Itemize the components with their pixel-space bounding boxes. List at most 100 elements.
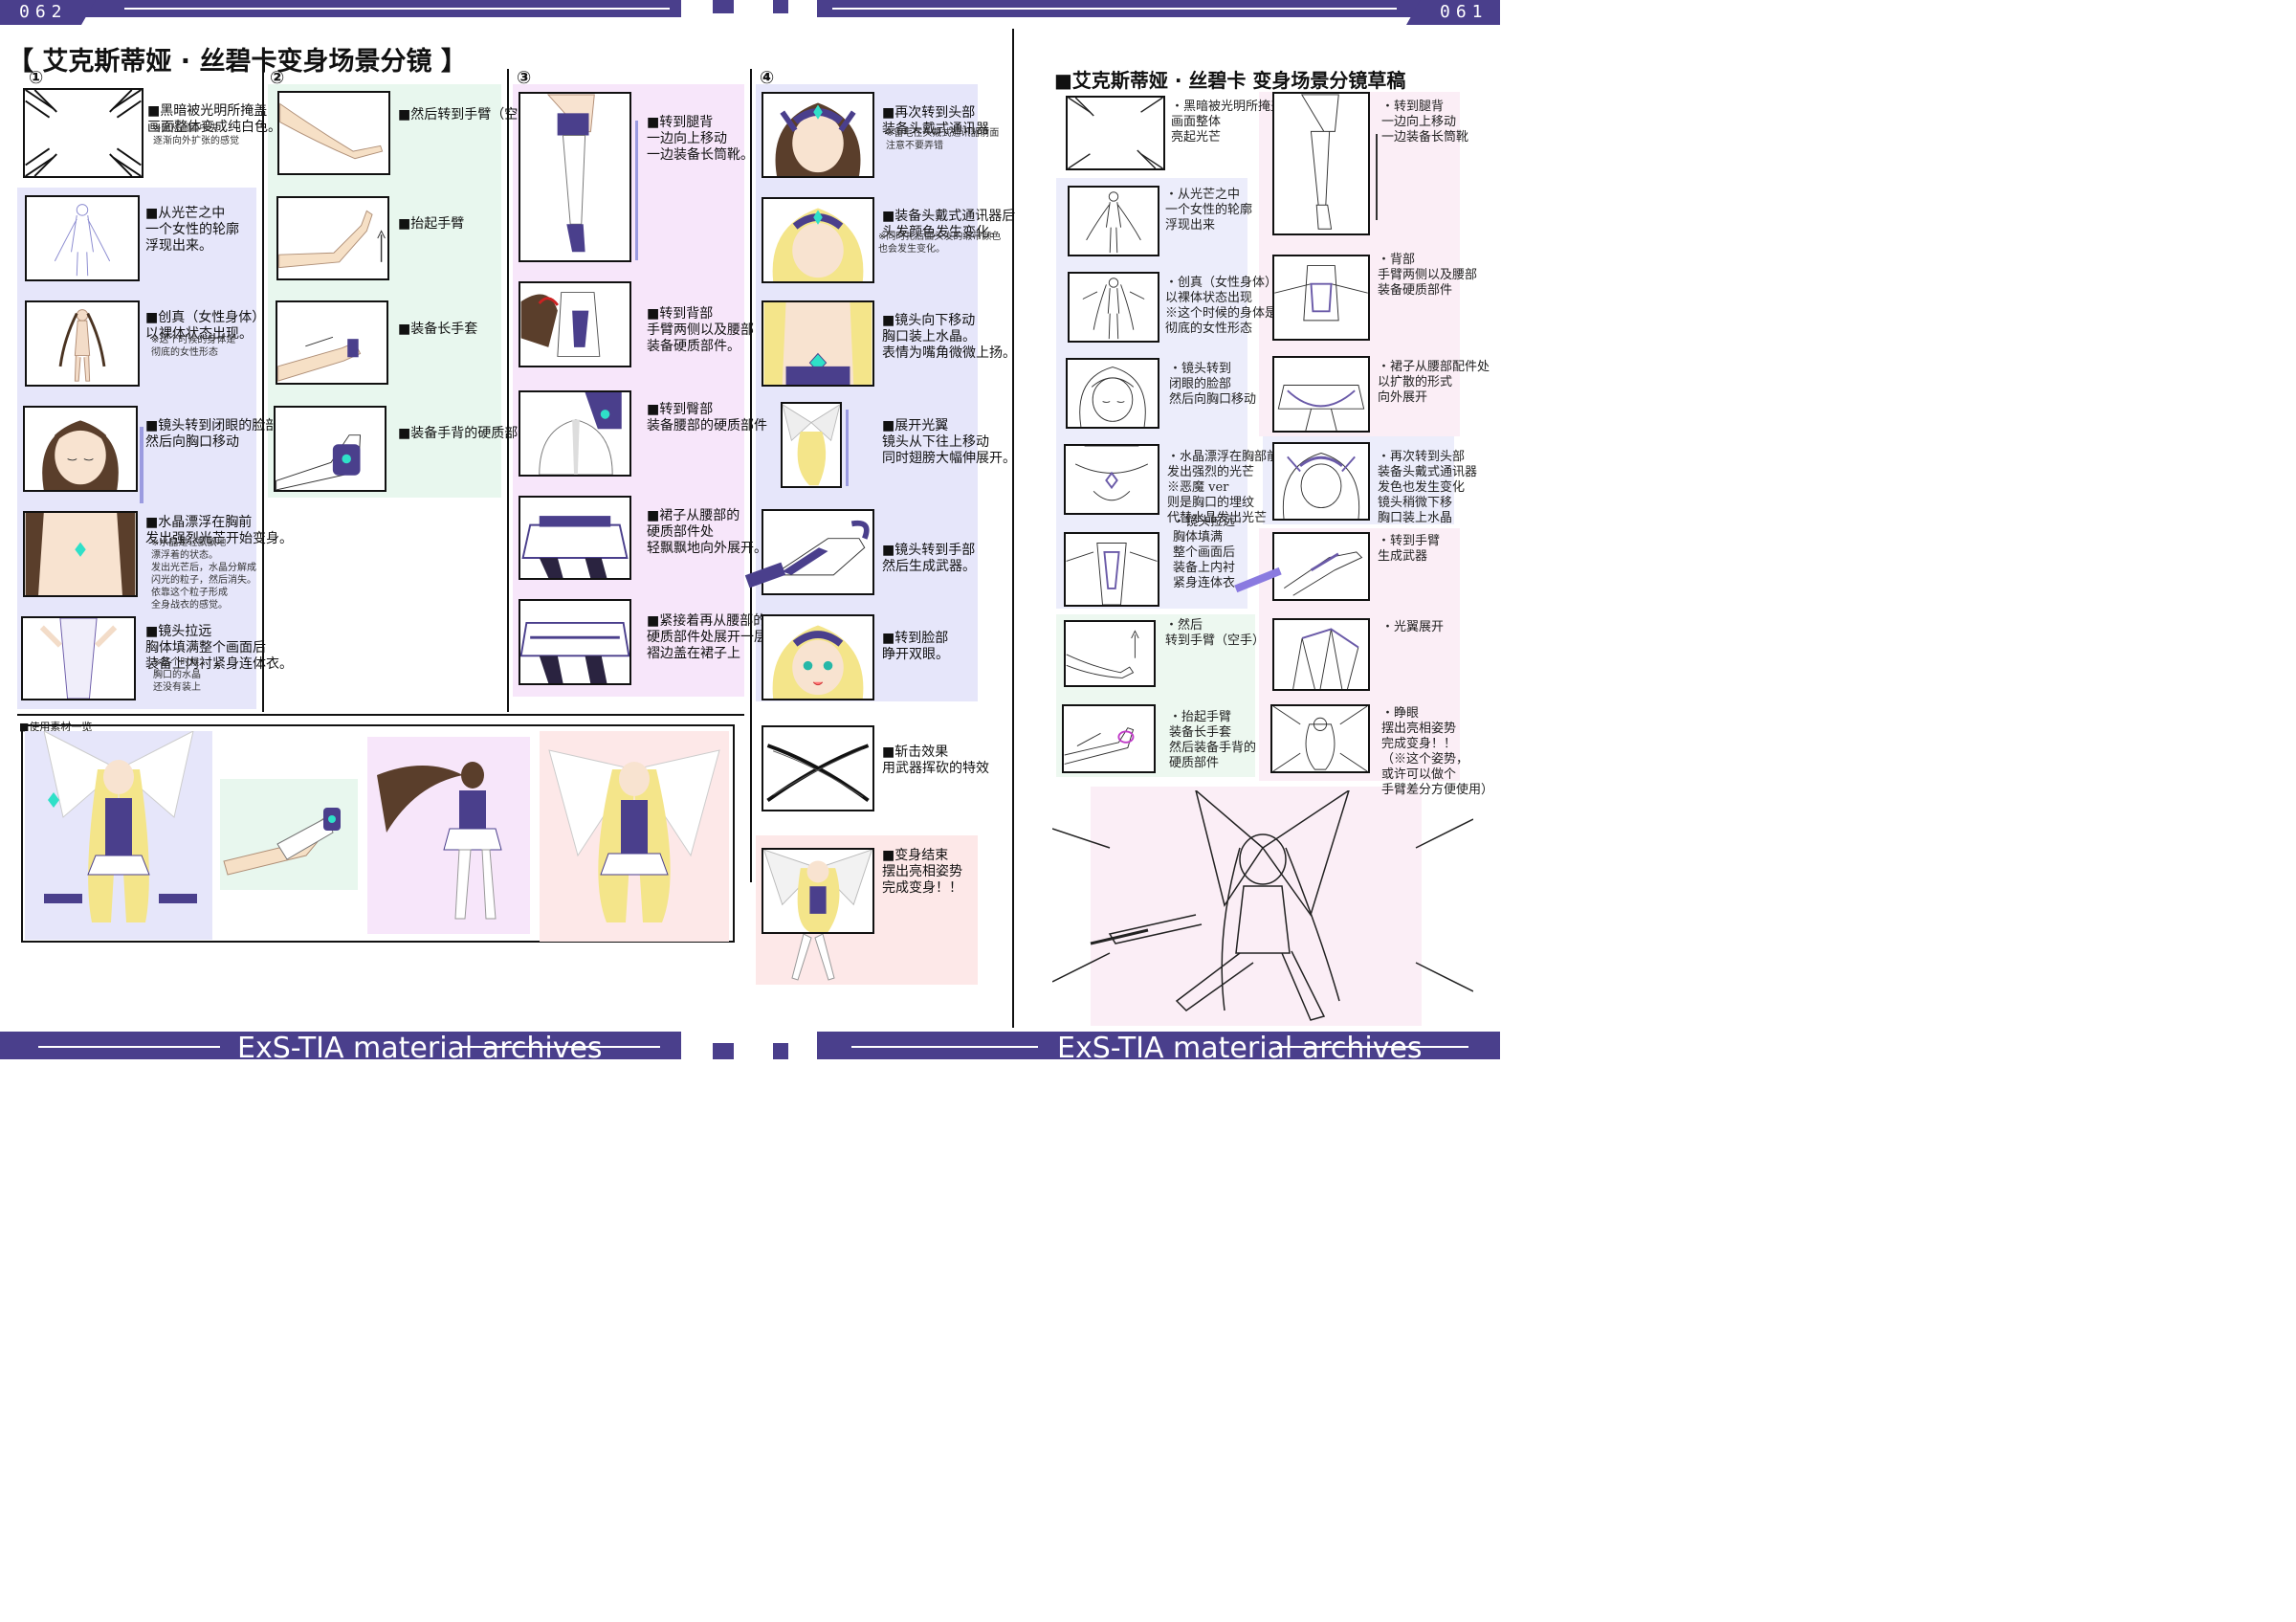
caption-c3-2: ■转到背部 手臂两侧以及腰部 装备硬质部件。	[647, 306, 754, 354]
footer-line-r2	[1277, 1046, 1468, 1048]
sketch-panel-13	[1272, 532, 1370, 601]
panel-c1-2	[25, 195, 140, 281]
panel-c3-4	[519, 496, 631, 580]
caption-c4-3: ■镜头向下移动 胸口装上水晶。 表情为嘴角微微上扬。	[882, 313, 1016, 361]
left-page-number: 062	[19, 2, 68, 22]
panel-c4-1	[762, 92, 874, 178]
header-block-left	[713, 0, 734, 13]
sketch-note-8: ・抬起手臂 装备长手套 然后装备手背的 硬质部件	[1169, 710, 1257, 770]
sketch-panel-14	[1272, 618, 1370, 691]
footer-line-r1	[851, 1046, 1038, 1048]
caption-c4-8: ■变身结束 摆出亮相姿势 完成变身！！	[882, 848, 962, 896]
sketch-panel-5	[1064, 444, 1159, 515]
right-page-title: ■艾克斯蒂娅 · 丝碧卡 变身场景分镜草稿	[1054, 69, 1406, 92]
footer-line-l2	[459, 1046, 660, 1048]
arrow-down-c1	[140, 427, 144, 503]
panel-c4-8	[762, 848, 874, 934]
sketch-note-1: ・黑暗被光明所掩盖 画面整体 亮起光芒	[1171, 100, 1284, 144]
caption-c1-1: ■黑暗被光明所掩盖 画面整体变成纯白色。	[147, 103, 281, 135]
sketch-note-12: ・再次转到头部 装备头戴式通讯器 发色也发生变化 镜头稍微下移 胸口装上水晶	[1378, 450, 1478, 525]
caption-c2-2: ■抬起手臂	[398, 216, 465, 232]
sketch-panel-9	[1272, 92, 1370, 235]
sketch-panel-2	[1068, 186, 1159, 256]
caption-c1-3: ■创真（女性身体） 以裸体状态出现。	[145, 310, 266, 342]
sketch-note-6: ・镜头拉远 胸体填满 整个画面后 装备上内衬 紧身连体衣	[1173, 515, 1236, 590]
col-number-2: ②	[270, 68, 285, 88]
note-c1-6: ※这个时候 胸口的水晶 还没有装上	[153, 657, 201, 693]
panel-c1-3	[25, 300, 140, 387]
panel-c2-1	[277, 91, 390, 175]
col-divider-1	[262, 69, 264, 712]
sketch-note-7: ・然后 转到手臂（空手）	[1165, 618, 1266, 648]
col-number-1: ①	[29, 68, 44, 88]
panel-c4-2	[762, 197, 874, 283]
col-number-3: ③	[517, 68, 532, 88]
sketch-note-11: ・裙子从腰部配件处 以扩散的形式 向外展开	[1378, 360, 1490, 405]
note-c1-5: ※水晶是轻飘飘地 漂浮着的状态。 发出光芒后，水晶分解成 闪光的粒子，然后消失。…	[151, 538, 256, 611]
sketch-panel-8	[1062, 704, 1156, 773]
header-line-right	[832, 8, 1397, 10]
note-c4-1: ※留毛在头戴式通讯器前面 注意不要弄错	[886, 128, 1000, 151]
sketch-panel-6	[1064, 532, 1159, 607]
caption-c2-3: ■装备长手套	[398, 322, 478, 337]
caption-c1-6: ■镜头拉远 胸体填满整个画面后 装备上内衬紧身连体衣。	[145, 624, 293, 672]
panel-c2-2	[276, 196, 389, 280]
material-2	[220, 779, 358, 890]
footer-block-center	[773, 1043, 788, 1059]
footer-bar-left	[0, 1032, 681, 1059]
sketch-note-5: ・水晶漂浮在胸部前方 发出强烈的光芒 ※恶魔 ver 则是胸口的埋纹 代替水晶发…	[1167, 450, 1292, 525]
panel-c3-3	[519, 390, 631, 477]
col4-bg	[756, 84, 978, 701]
panel-c1-6	[21, 616, 136, 700]
left-page-title: 【 艾克斯蒂娅 · 丝碧卡变身场景分镜 】	[8, 47, 467, 77]
footer-text-left: ExS-TIA material archives	[237, 1032, 603, 1065]
note-c1-1: ※光从画面中央 逐渐向外扩张的感觉	[153, 123, 239, 146]
sketch-note-9: ・转到腿背 一边向上移动 一边装备长筒靴	[1381, 100, 1469, 144]
caption-c1-2: ■从光芒之中 一个女性的轮廓 浮现出来。	[145, 206, 239, 254]
caption-c4-7: ■斩击效果 用武器挥砍的特效	[882, 744, 989, 776]
caption-c1-4: ■镜头转到闭眼的脸部 然后向胸口移动	[145, 418, 279, 450]
material-4	[540, 731, 729, 942]
footer-line-l1	[38, 1046, 220, 1048]
sketch-note-13: ・转到手臂 生成武器	[1378, 534, 1441, 564]
panel-c4-5	[762, 509, 874, 595]
header-bar-left-slant	[0, 0, 96, 25]
sketch-panel-1	[1066, 96, 1165, 170]
caption-c3-5: ■紧接着再从腰部的 硬质部件处展开一层 褶边盖在裙子上	[647, 613, 767, 661]
caption-c4-2: ■装备头戴式通讯器后 头发颜色发生变化。	[882, 209, 1016, 240]
header-bar-right-slant	[1406, 0, 1500, 25]
material-1	[25, 730, 212, 940]
caption-c3-1: ■转到腿背 一边向上移动 一边装备长筒靴。	[647, 115, 754, 163]
footer-bar-right	[817, 1032, 1500, 1059]
header-line-left	[124, 8, 670, 10]
sketch-panel-15	[1270, 704, 1370, 773]
panel-c1-1	[23, 88, 144, 178]
panel-c3-2	[519, 281, 631, 367]
footer-text-right: ExS-TIA material archives	[1057, 1032, 1423, 1065]
header-block-center	[773, 0, 788, 13]
note-c1-3: ※这个时候的身体是 彻底的女性形态	[151, 335, 236, 358]
materials-separator	[17, 714, 744, 716]
caption-c3-4: ■裙子从腰部的 硬质部件处 轻飘飘地向外展开。	[647, 508, 767, 556]
material-3	[367, 737, 530, 934]
arrow-up-c3	[635, 121, 638, 260]
panel-c4-7	[762, 725, 874, 811]
caption-c4-4: ■展开光翼 镜头从下往上移动 同时翅膀大幅伸展开。	[882, 418, 1016, 466]
sk-bg-final	[1091, 787, 1422, 1026]
sketch-panel-7	[1064, 620, 1156, 687]
sketch-panel-10	[1272, 255, 1370, 341]
caption-c1-5: ■水晶漂浮在胸前 发出强烈光芒开始变身。	[145, 515, 293, 546]
panel-c4-4	[781, 402, 842, 488]
sketch-note-3: ・创真（女性身体） 以裸体状态出现 ※这个时候的身体是 彻底的女性形态	[1165, 276, 1278, 336]
final-big-sketch	[1051, 788, 1474, 1026]
arrow-up-c4	[846, 410, 849, 486]
caption-c2-1: ■然后转到手臂（空手）	[398, 107, 545, 122]
sketch-note-10: ・背部 手臂两侧以及腰部 装备硬质部件	[1378, 253, 1478, 298]
panel-c1-5	[23, 511, 138, 597]
footer-block-left	[713, 1043, 734, 1059]
caption-c3-3: ■转到臀部 装备腰部的硬质部件	[647, 402, 767, 433]
materials-frame	[21, 724, 735, 943]
sketch-panel-12	[1272, 442, 1370, 521]
caption-c2-4: ■装备手背的硬质部件	[398, 426, 532, 441]
panel-c4-3	[762, 300, 874, 387]
